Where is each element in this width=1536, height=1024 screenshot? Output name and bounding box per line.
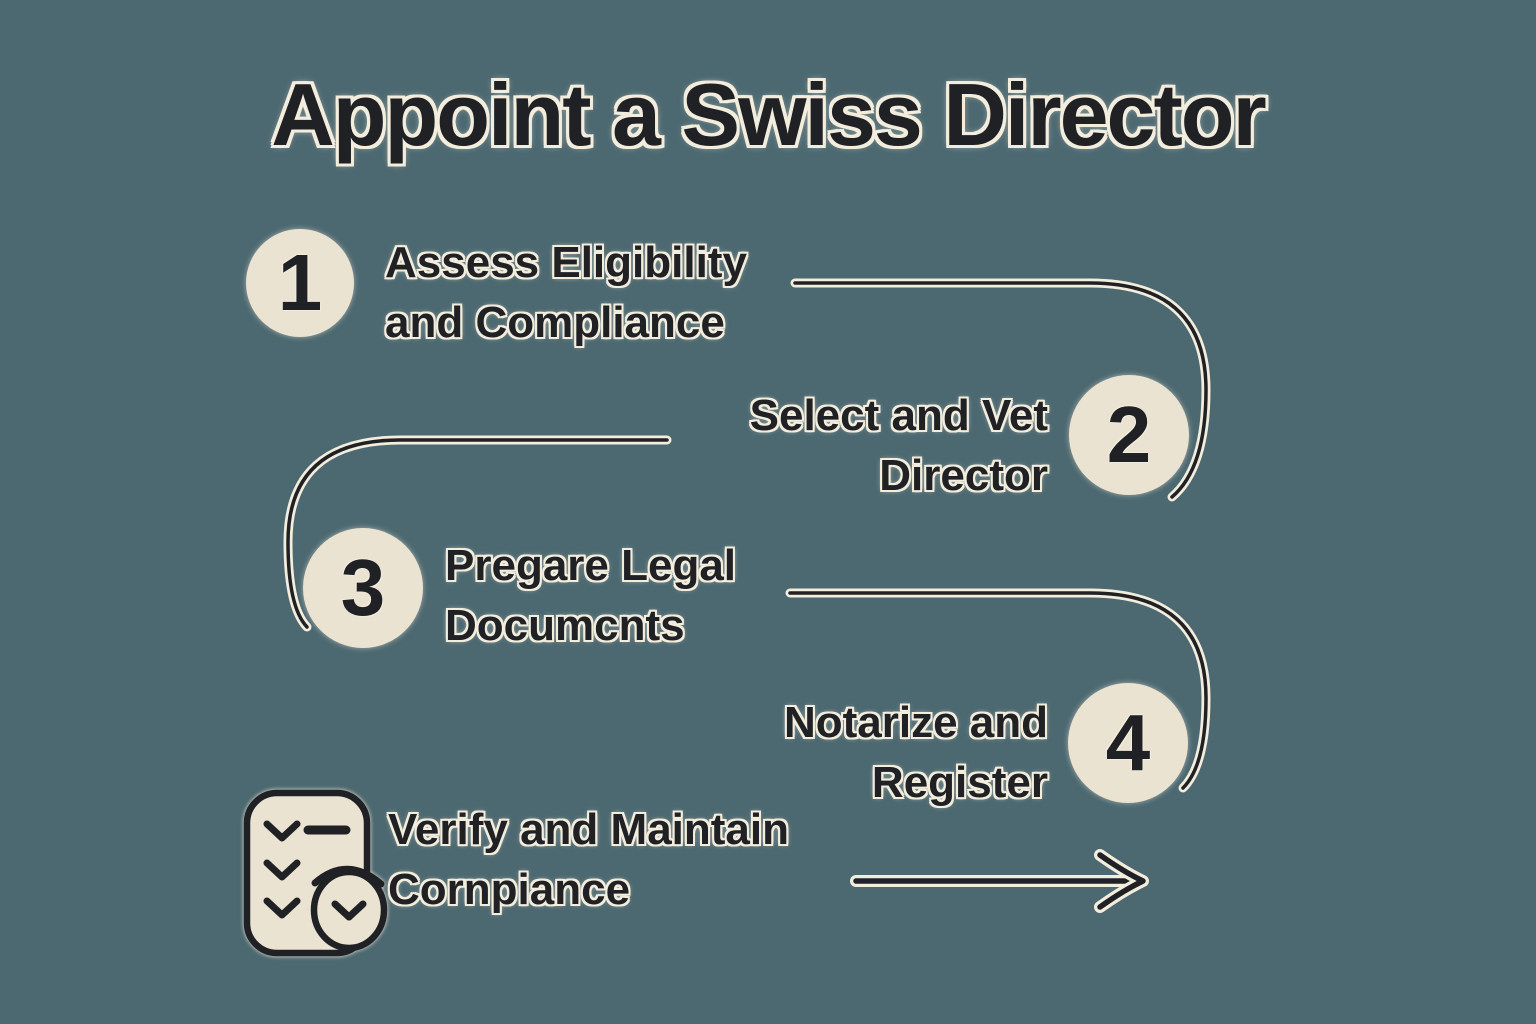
step-3-badge: 3 bbox=[303, 528, 423, 648]
step-2-label-line1: Select and Vet bbox=[749, 391, 1048, 440]
step-4-number: 4 bbox=[1105, 698, 1151, 787]
check-item-3-icon bbox=[263, 897, 301, 919]
step-1-label: Assess Eligibility and Compliance bbox=[385, 233, 815, 353]
step-1-label-line1: Assess Eligibility bbox=[385, 238, 747, 287]
check-badge-chevron-icon bbox=[331, 900, 367, 921]
forward-arrow-head-icon bbox=[1097, 852, 1146, 910]
step-5-label-line1: Verify and Maintain bbox=[388, 805, 789, 854]
step-2-badge: 2 bbox=[1069, 375, 1189, 495]
step-3-label: Pregare Legal Documcnts bbox=[445, 536, 875, 656]
check-item-2-icon bbox=[263, 859, 301, 881]
step-5-label-line2: Cornpiance bbox=[388, 865, 631, 914]
step-1-label-line2: and Compliance bbox=[385, 298, 725, 347]
step-4-badge: 4 bbox=[1068, 683, 1188, 803]
forward-arrow-head-halo bbox=[1094, 849, 1149, 913]
check-item-1-icon bbox=[263, 820, 301, 842]
step-4-label-line1: Notarize and bbox=[783, 698, 1048, 747]
step-2-label: Select and Vet Director bbox=[600, 386, 1048, 506]
step-3-label-line2: Documcnts bbox=[445, 601, 685, 650]
step-3-number: 3 bbox=[340, 543, 386, 632]
step-2-number: 2 bbox=[1106, 390, 1152, 479]
page-title: Appoint a Swiss Director bbox=[271, 65, 1267, 164]
checklist-icon bbox=[243, 789, 388, 957]
step-5-label: Verify and Maintain Cornpiance bbox=[388, 800, 878, 920]
step-2-label-line2: Director bbox=[879, 451, 1048, 500]
step-1-badge: 1 bbox=[246, 229, 354, 337]
step-3-label-line1: Pregare Legal bbox=[445, 541, 737, 590]
step-4-label: Notarize and Register bbox=[600, 693, 1048, 813]
step-1-number: 1 bbox=[277, 238, 323, 327]
check-badge-circle bbox=[310, 868, 388, 952]
